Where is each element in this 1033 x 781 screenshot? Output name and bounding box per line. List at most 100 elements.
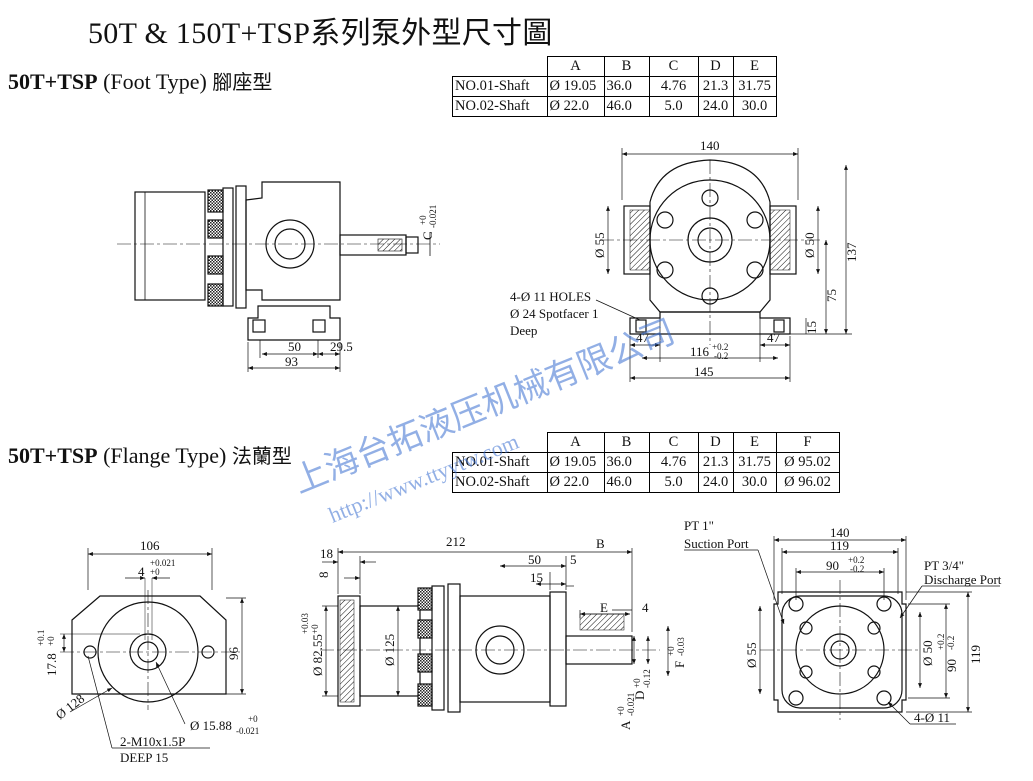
table-cell: 30.0 [732,472,777,493]
table-cell: Ø 96.02 [775,472,840,493]
dim-137: 137 [844,242,859,262]
dim-82-55-plus: +0.03 [300,613,310,634]
flange-side-view [320,548,670,713]
flange-heading-cjk: 法蘭型 [231,444,292,468]
dim-f-tol-minus: -0.03 [676,637,686,656]
table-row: NO.02-Shaft Ø 22.0 46.0 5.0 24.0 30.0 Ø … [452,472,840,493]
dim-4-plus: +0.021 [150,558,175,568]
dim-140: 140 [830,525,850,540]
dim-5: 5 [570,552,577,567]
table-row: NO.02-Shaft Ø 22.0 46.0 5.0 24.0 30.0 [452,96,777,117]
flange-heading-model: 50T+TSP [8,443,98,468]
flange-dimension-table: A B C D E F NO.01-Shaft Ø 19.05 36.0 4.7… [452,432,840,493]
dim-c-tol-plus: +0 [418,215,428,225]
dim-29-5: 29.5 [330,339,353,354]
dim-dia-128: Ø 128 [53,691,88,723]
dim-50: 50 [528,552,541,567]
foot-heading-type: (Foot Type) [97,69,213,94]
dim-dia-50: Ø 50 [802,232,817,258]
dim-8: 8 [316,572,331,579]
dim-17-8-plus: +0.1 [36,630,46,646]
table-cell: Ø 19.05 [546,76,605,97]
suction-port-label: Suction Port [684,536,749,551]
discharge-port-label: Discharge Port [924,572,1002,587]
dim-4: 4 [138,564,145,579]
dim-d-tol-minus: -0.12 [642,669,652,688]
table-cell: 5.0 [648,472,699,493]
table-cell: Ø 22.0 [546,472,605,493]
dim-4-minus: +0 [150,567,160,577]
dim-47-left: 47 [636,330,650,345]
table-cell: 24.0 [697,472,734,493]
dim-a-tol-plus: +0 [616,706,626,716]
dim-90-top-minus: -0.2 [850,564,864,574]
dim-96: 96 [226,647,241,661]
table-header-row: A B C D E [452,56,777,77]
dim-15: 15 [530,570,543,585]
dim-90-top-plus: +0.2 [848,555,864,565]
mount-holes-note: 4-Ø 11 [914,710,950,725]
page-title: 50T & 150T+TSP系列泵外型尺寸圖 [88,17,553,50]
dim-50: 50 [288,339,301,354]
flange-end-view [60,548,246,749]
foot-front-view [595,148,852,382]
dim-116: 116 [690,344,710,359]
dim-15-88-minus: -0.021 [236,726,259,736]
foot-dimension-table: A B C D E NO.01-Shaft Ø 19.05 36.0 4.76 … [452,56,777,117]
table-cell: 36.0 [603,76,650,97]
dim-90-right: 90 [944,659,959,672]
holes-note-line2: Ø 24 Spotfacer 1 [510,306,598,321]
table-cell: 24.0 [697,96,734,117]
dim-18: 18 [320,546,333,561]
foot-heading-model: 50T+TSP [8,69,98,94]
dim-116-minus: -0.2 [714,351,728,361]
table-cell: NO.02-Shaft [452,472,548,493]
dim-15-88-plus: +0 [248,714,258,724]
flange-type-heading: 50T+TSP (Flange Type) 法蘭型 [8,440,292,469]
dim-dia-82-55: Ø 82.55 [310,634,325,676]
dim-90-right-plus: +0.2 [936,634,946,650]
dim-75: 75 [824,289,839,302]
dim-f-label: F [672,661,687,668]
tap-note-line1: 2-M10x1.5P [120,734,185,749]
dim-c-label: C [420,231,435,240]
flange-heading-type: (Flange Type) [97,443,232,468]
dim-b-label: B [596,536,605,551]
foot-heading-cjk: 腳座型 [212,70,273,94]
holes-note-line3: Deep [510,323,537,338]
dim-119-right: 119 [968,645,983,664]
dim-c-tol-minus: -0.021 [428,205,438,228]
dim-93: 93 [285,354,298,369]
dim-dia-125: Ø 125 [382,634,397,666]
flange-front-view [684,536,1000,725]
discharge-pt-size: PT 3/4" [924,558,964,573]
dim-d-label: D [632,691,647,700]
dim-4: 4 [642,600,649,615]
dim-145: 145 [694,364,714,379]
dim-dia-15-88: Ø 15.88 [190,718,232,733]
dim-106: 106 [140,538,160,553]
table-cell: 46.0 [603,96,650,117]
dim-15: 15 [804,321,819,334]
foot-type-heading: 50T+TSP (Foot Type) 腳座型 [8,66,272,95]
dim-e-label: E [600,600,608,615]
dim-dia-55: Ø 55 [592,232,607,258]
table-cell: 30.0 [732,96,777,117]
table-cell: 4.76 [648,76,699,97]
foot-side-view [117,181,440,372]
table-cell: Ø 22.0 [546,96,605,117]
dim-47-right: 47 [767,330,781,345]
dim-90-top: 90 [826,558,839,573]
dim-212: 212 [446,534,466,549]
dim-119-top: 119 [830,538,849,553]
table-header-row: A B C D E F [452,432,840,453]
holes-note-line1: 4-Ø 11 HOLES [510,289,591,304]
dim-116-plus: +0.2 [712,342,728,352]
dim-f-tol-plus: +0 [666,646,676,656]
dim-140: 140 [700,138,720,153]
dim-17-8: 17.8 [44,653,59,676]
dim-d-tol-plus: +0 [632,678,642,688]
dim-dia-50: Ø 50 [920,640,935,666]
dim-82-55-minus: +0 [310,624,320,634]
